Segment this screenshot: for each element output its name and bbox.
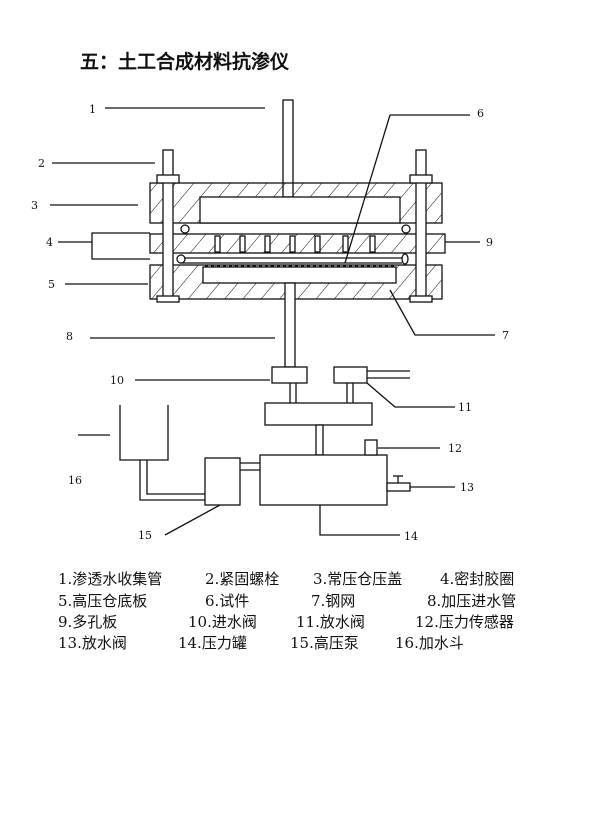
bolts xyxy=(156,149,433,303)
legend: 1.渗透水收集管 2.紧固螺栓 3.常压仓压盖 4.密封胶圈 5.高压仓底板 6… xyxy=(58,570,516,652)
callout-10: 10 xyxy=(110,374,124,387)
callout-15: 15 xyxy=(138,529,152,542)
callout-8: 8 xyxy=(66,330,73,343)
pressure-sensor xyxy=(364,439,378,456)
callout-4: 4 xyxy=(46,236,53,249)
callout-11: 11 xyxy=(458,401,472,414)
callout-7: 7 xyxy=(502,329,509,342)
legend-item: 4.密封胶圈 xyxy=(440,570,514,588)
top-cap xyxy=(149,182,443,224)
callout-5: 5 xyxy=(48,278,55,291)
legend-item: 11.放水阀 xyxy=(296,613,365,631)
inlet-valve xyxy=(271,366,308,384)
legend-item: 13.放水阀 xyxy=(58,634,127,652)
legend-item: 10.进水阀 xyxy=(188,613,257,631)
inlet-pipe xyxy=(284,282,296,368)
callout-9: 9 xyxy=(486,236,493,249)
legend-item: 2.紧固螺栓 xyxy=(205,570,279,588)
legend-item: 9.多孔板 xyxy=(58,613,117,631)
pressure-tank xyxy=(259,454,388,506)
callout-6: 6 xyxy=(477,107,484,120)
legend-item: 15.高压泵 xyxy=(290,634,359,652)
legend-item: 5.高压仓底板 xyxy=(58,592,147,610)
callout-1: 1 xyxy=(89,103,96,116)
callout-13: 13 xyxy=(460,481,474,494)
callout-16: 16 xyxy=(68,474,82,487)
legend-item: 8.加压进水管 xyxy=(427,592,516,610)
diagram-title: 五：土工合成材料抗渗仪 xyxy=(80,50,290,73)
drain-valve-13 xyxy=(386,475,411,492)
callout-3: 3 xyxy=(31,199,38,212)
sealing-rings xyxy=(176,224,411,265)
high-pressure-pump xyxy=(204,457,241,506)
callout-12: 12 xyxy=(448,442,462,455)
water-funnel xyxy=(119,405,169,461)
legend-item: 16.加水斗 xyxy=(395,634,464,652)
legend-item: 6.试件 xyxy=(205,592,249,610)
manifold xyxy=(264,402,373,426)
leader-lines xyxy=(50,107,495,536)
legend-item: 7.钢网 xyxy=(311,592,355,610)
perforated-plate xyxy=(149,233,446,254)
drain-valve-11 xyxy=(333,366,410,384)
legend-item: 1.渗透水收集管 xyxy=(58,570,162,588)
callout-14: 14 xyxy=(404,530,418,543)
base-plate xyxy=(149,264,443,300)
legend-item: 12.压力传感器 xyxy=(415,613,514,631)
legend-item: 3.常压仓压盖 xyxy=(313,570,402,588)
callout-2: 2 xyxy=(38,157,45,170)
legend-item: 14.压力罐 xyxy=(178,634,247,652)
